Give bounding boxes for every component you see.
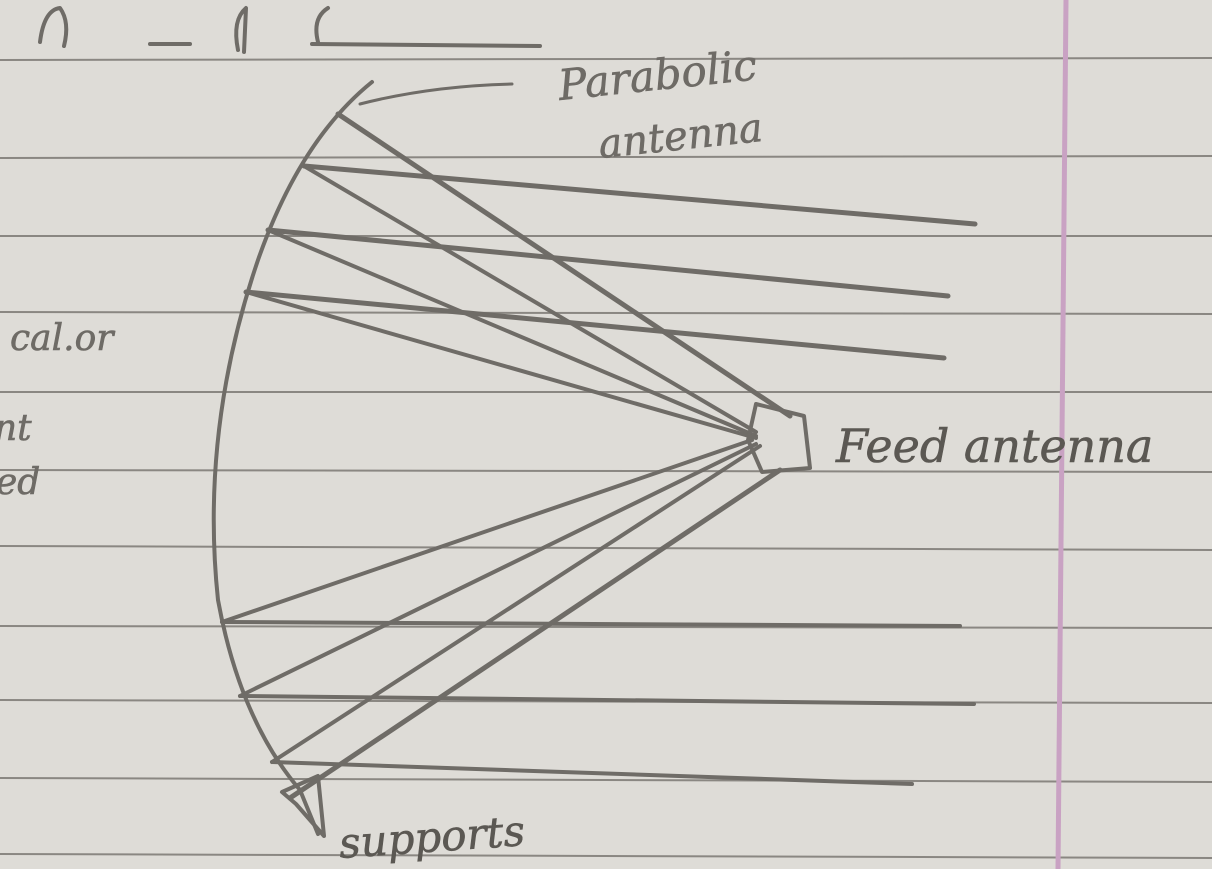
left-fragment: cal.or [10,318,115,359]
left-fragment: ed [0,462,40,503]
feed-antenna-label: Feed antenna [835,419,1153,473]
left-fragment: nt [0,408,32,449]
